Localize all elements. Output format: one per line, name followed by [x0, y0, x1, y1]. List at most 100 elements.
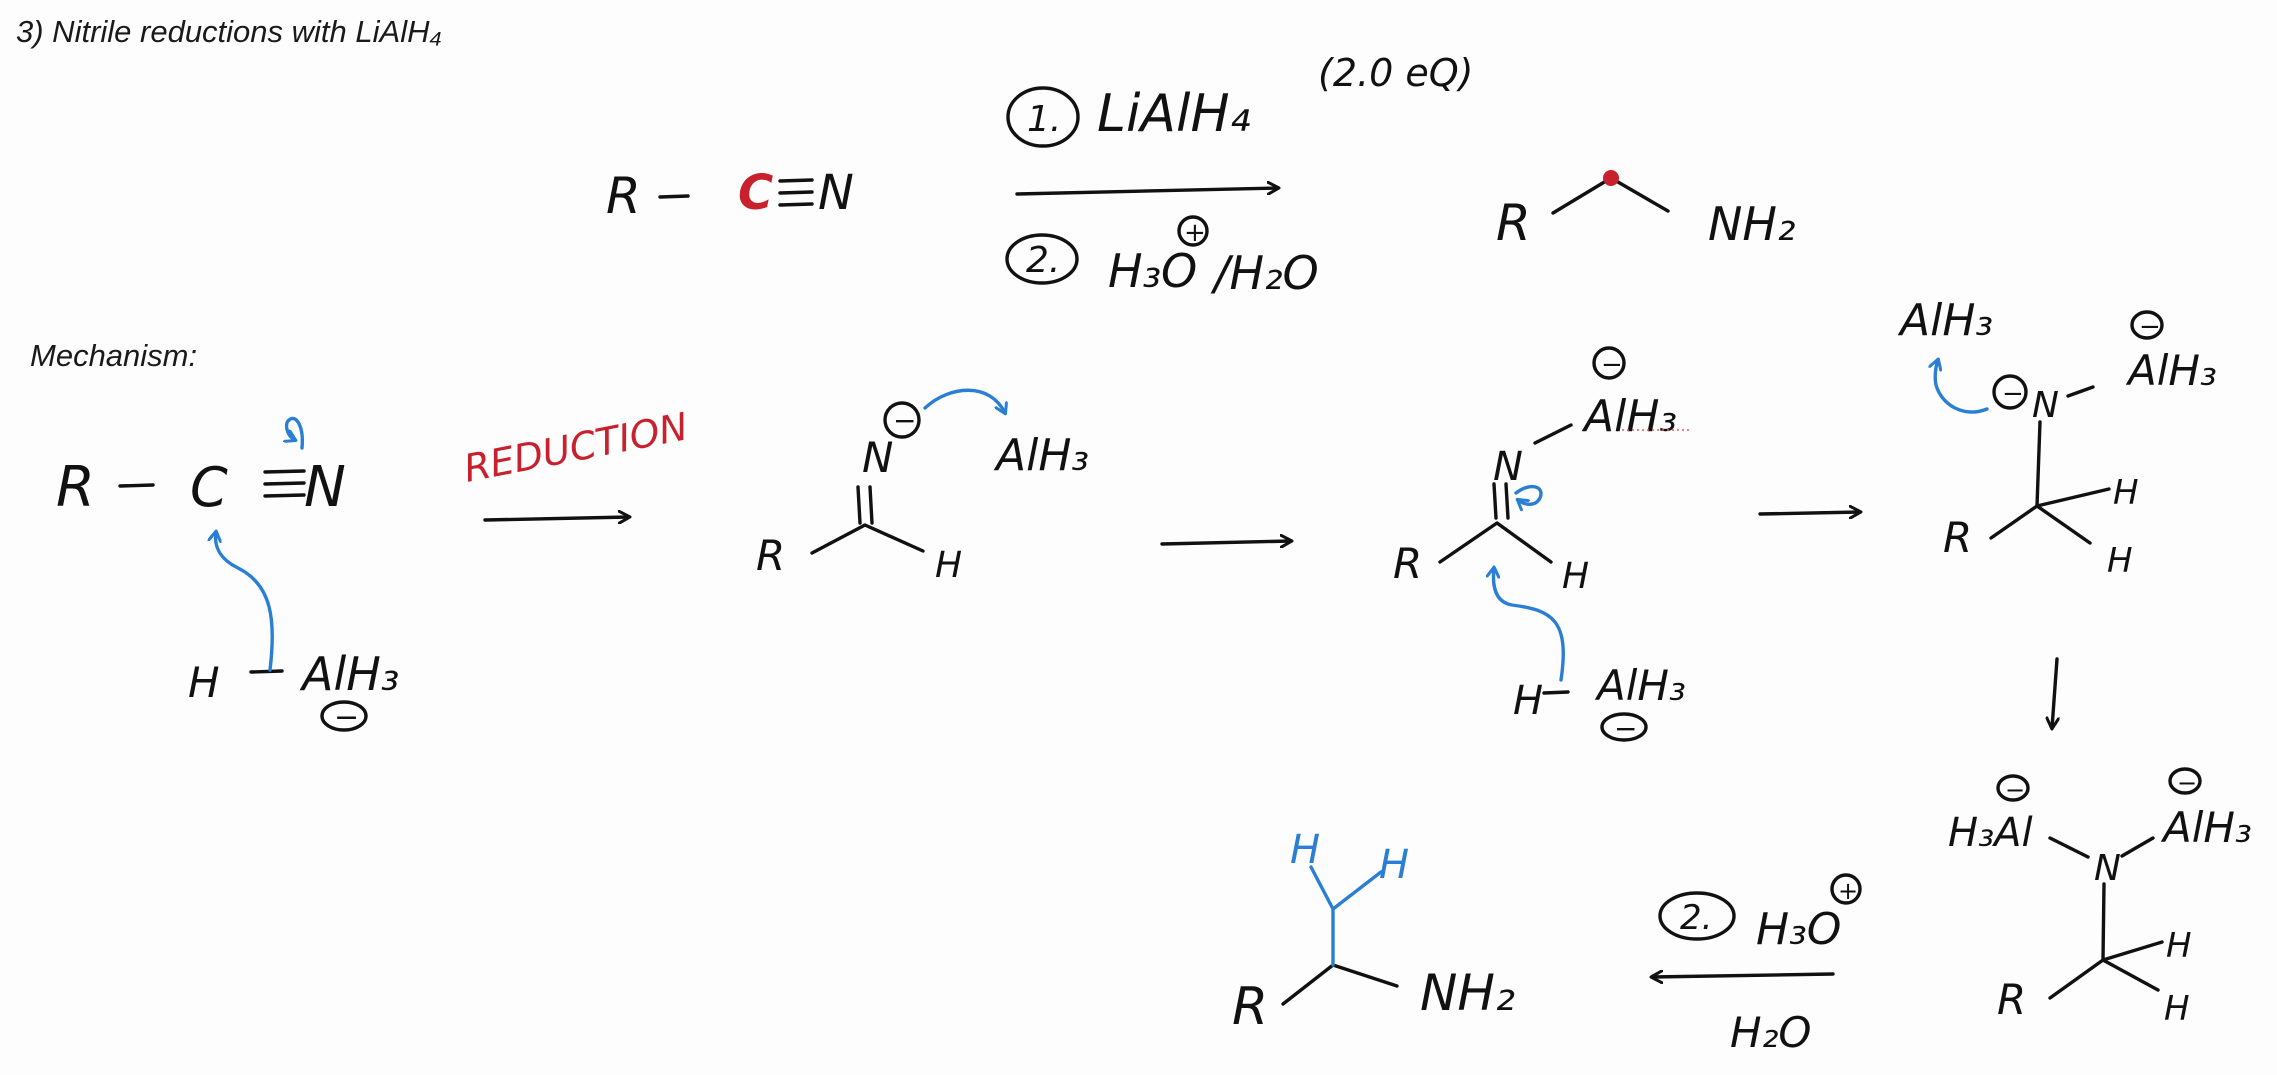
overview-reaction-arrow[interactable] [1015, 188, 1278, 196]
workup-step-circle [1658, 891, 1736, 941]
imine-N-charge-circle [883, 401, 921, 439]
imine-double-bond [856, 485, 874, 525]
amide-H2: H [2107, 541, 2133, 581]
step1-number: 1. [1027, 99, 1061, 140]
hydride-attack-arrow [216, 532, 275, 672]
imine-H: H [935, 545, 962, 586]
hydride2-H: H [1513, 678, 1543, 724]
pi-to-N-arrow [1514, 484, 1543, 505]
diAl-C-N-bond [2101, 882, 2106, 962]
mech-nitrile-N: N [304, 455, 346, 520]
step2-number: 2. [1026, 240, 1060, 281]
departing-AlH3: AlH₃ [1897, 295, 1993, 346]
Al-transfer-arrow [1935, 360, 1989, 414]
workup-charge-circle [1830, 873, 1862, 905]
hydride2-AlH3: AlH₃ [1594, 661, 1686, 710]
diAl-carbon-bonds [2048, 940, 2164, 1000]
hydride1-AlH3: AlH₃ [299, 647, 399, 701]
mechanism-imine-complex: N AlH₃ − R H [1393, 346, 1690, 597]
diAl-left-bond [2048, 836, 2090, 859]
complex-H: H [1562, 556, 1589, 597]
workup-conditions: 2. H₃O + H₂O [1652, 873, 1862, 1057]
step1-equivalents: (2.0 eQ) [1318, 51, 1473, 95]
diAl-right-charge: − [2177, 769, 2197, 797]
overview-reactant-nitrile: R C N [606, 165, 854, 225]
mechanism-imine-anion: N − AlH₃ R H [756, 388, 1089, 586]
hydride1-H: H [188, 658, 220, 707]
mechanism-hydride-donor-2: H AlH₃ − [1493, 568, 1686, 745]
mechanism-dialuminum-amide: H₃Al − N AlH₃ − R H H [1948, 767, 2252, 1029]
overview-conditions: 1. LiAlH₄ (2.0 eQ) 2. H₃O + /H₂O [1005, 51, 1473, 300]
diAl-right-charge-circle [2168, 767, 2202, 795]
second-hydride-arrow [1493, 568, 1565, 682]
amide-C-N-bond [2035, 420, 2042, 508]
diAl-H2: H [2164, 989, 2190, 1029]
amide-Al-charge: − [2139, 312, 2161, 342]
imine-AlH3: AlH₃ [993, 430, 1089, 481]
complex-N: N [1493, 444, 1523, 490]
step2-reagent: H₃O [1108, 244, 1197, 298]
mechanism-heading: Mechanism: [30, 338, 198, 373]
diAl-left-AlH3: H₃Al [1948, 810, 2033, 856]
H-Al-bond [249, 669, 284, 674]
amide-N-charge: − [2002, 379, 2024, 409]
mechanism-amide-complex: AlH₃ − N AlH₃ − R H H [1897, 295, 2217, 581]
step2-charge-circle [1177, 215, 1209, 247]
N-to-Al-arrow [923, 388, 1005, 413]
second-addition-arrow[interactable] [1758, 512, 1860, 514]
final-H2: H [1379, 842, 1409, 888]
overview-product-amine: R NH₂ [1496, 170, 1795, 252]
nitrile-carbon-highlighted: C [738, 165, 773, 221]
amide-carbon-bonds [1989, 487, 2111, 545]
N-Al-bond [1533, 423, 1573, 445]
step2-positive-charge: + [1184, 218, 1206, 248]
step1-reagent: LiAlH₄ [1097, 84, 1251, 144]
step1-circle [1006, 86, 1080, 148]
coordination-arrow[interactable] [1160, 541, 1291, 544]
H-Al-bond-2 [1542, 690, 1570, 695]
mechanism-nitrile: R C N [56, 416, 346, 520]
diAl-H1: H [2166, 926, 2192, 966]
final-amine: NH₂ [1420, 964, 1515, 1022]
second-coordination-arrow[interactable] [2052, 657, 2057, 728]
complex-skeleton [1438, 521, 1553, 564]
complex-Al-charge: − [1601, 350, 1623, 380]
product-R-group: R [1496, 194, 1531, 252]
workup-reagent: H₃O [1756, 904, 1841, 955]
imine-R: R [756, 531, 785, 580]
imine-N: N [862, 433, 893, 482]
R-C-bond [658, 194, 690, 199]
new-CH-bonds [1309, 865, 1383, 911]
workup-solvent: H₂O [1730, 1008, 1811, 1057]
amide-H1: H [2113, 473, 2139, 513]
hydride2-negative-charge: − [1614, 712, 1637, 745]
amide-R: R [1943, 513, 1972, 562]
hydride1-charge-circle [320, 700, 368, 732]
product-carbon-dot [1603, 170, 1619, 186]
workup-arrow[interactable] [1652, 974, 1835, 977]
pi-bond-electron-arrow [287, 416, 305, 450]
nitrile-nitrogen: N [818, 165, 854, 221]
complex-AlH3: AlH₃ [1581, 391, 1677, 442]
diAl-left-charge-circle [1996, 774, 2030, 802]
page-title: 3) Nitrile reductions with LiAlH₄ [16, 14, 442, 49]
diAl-N: N [2094, 848, 2121, 889]
diAl-left-charge: − [2005, 776, 2025, 804]
hydride1-negative-charge: − [334, 700, 359, 735]
amide-N: N [2032, 385, 2059, 426]
mechanism-hydride-donor-1: H AlH₃ − [188, 532, 399, 735]
reduction-arrow[interactable] [483, 517, 629, 520]
complex-double-bond [1492, 482, 1510, 520]
step2-circle [1005, 233, 1079, 285]
workup-positive-charge: + [1838, 877, 1858, 905]
imine-N-charge: − [893, 404, 916, 437]
final-H1: H [1290, 827, 1320, 873]
product-amine: NH₂ [1708, 197, 1795, 251]
final-R: R [1232, 977, 1268, 1037]
diAl-R: R [1997, 975, 2026, 1024]
mech-R-C-bond [118, 483, 155, 488]
amide-Al-charge-circle [2130, 310, 2164, 340]
amide-AlH3: AlH₃ [2125, 346, 2217, 395]
